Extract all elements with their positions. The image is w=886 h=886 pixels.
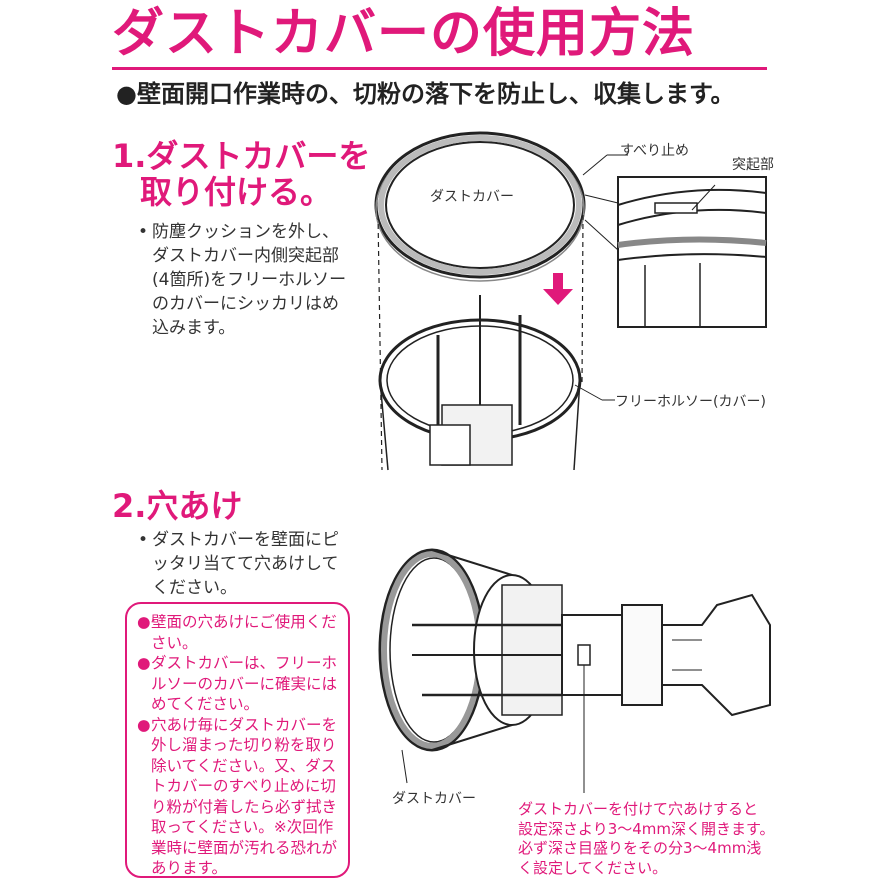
label-dust-cover-2: ダストカバー	[392, 791, 476, 807]
note-text: ダストカバーは、フリーホ ルソーのカバーに確実には めてください。	[151, 653, 337, 715]
step2-illustration	[378, 548, 771, 793]
note-line: 業時に壁面が汚れる恐れが	[151, 838, 338, 857]
label-protrusion: 突起部	[732, 157, 774, 173]
step2-line: ッタリ当てて穴あけして	[152, 554, 339, 574]
step2-heading: 2.穴あけ	[112, 487, 243, 525]
step1-illustration	[374, 131, 767, 471]
step1-line: •防塵クッションを外し、	[138, 220, 368, 244]
drill-body	[561, 593, 771, 717]
caption-line: 必ず深さ目盛りをその分3〜4mm浅	[518, 839, 762, 857]
note-mark: ●	[137, 613, 151, 631]
free-holsaw-body	[378, 295, 582, 471]
down-arrow-icon	[543, 273, 573, 305]
note-line: ルソーのカバーに確実には	[151, 674, 338, 693]
bullet-mark: •	[138, 530, 149, 550]
caption-line: 設定深さより3〜4mm深く開きます。	[518, 819, 775, 838]
step2-instructions: •ダストカバーを壁面にピ ッタリ当てて穴あけして ください。	[138, 528, 368, 600]
caption-line: ダストカバーを付けて穴あけすると	[518, 800, 759, 818]
page-subtitle: ●壁面開口作業時の、切粉の落下を防止し、収集します。	[116, 80, 735, 108]
zoom-inset	[617, 176, 767, 328]
note-text: 壁面の穴あけにご使用くだ さい。	[151, 612, 337, 653]
dust-cover-ring	[374, 131, 586, 282]
step2-line: •ダストカバーを壁面にピ	[138, 528, 368, 552]
step1-line: (4箇所)をフリーホルソー	[152, 270, 347, 290]
step1-line: ダストカバー内側突起部	[152, 246, 339, 266]
note-text: 穴あけ毎にダストカバーを 外し溜まった切り粉を取り 除いてください。又、ダス ト…	[151, 715, 337, 879]
dust-cover-side-view	[378, 548, 486, 752]
step1-heading-line2: 取り付ける。	[140, 173, 333, 211]
note-line: あります。	[151, 859, 227, 877]
step1-line-text: 防塵クッションを外し、	[152, 222, 339, 242]
step1-line: 込みます。	[152, 318, 236, 338]
step2-line-text: ダストカバーを壁面にピ	[152, 530, 339, 550]
note-line: 壁面の穴あけにご使用くだ	[151, 613, 337, 631]
depth-caption: ダストカバーを付けて穴あけすると 設定深さより3〜4mm深く開きます。 必ず深さ…	[518, 800, 775, 878]
note-line: ダストカバーは、フリーホ	[151, 654, 338, 672]
note-item: ● 壁面の穴あけにご使用くだ さい。	[137, 612, 340, 653]
page-title: ダストカバーの使用方法	[112, 4, 696, 64]
title-underline	[112, 67, 767, 70]
label-free-holsaw: フリーホルソー(カバー)	[615, 394, 766, 410]
label-dust-cover: ダストカバー	[430, 189, 514, 205]
caption-line: く設定してください。	[518, 858, 668, 877]
note-line: 穴あけ毎にダストカバーを	[151, 715, 338, 734]
label-anti-slip: すべり止め	[620, 143, 690, 159]
step2-line: ください。	[152, 578, 237, 598]
step1-instructions: •防塵クッションを外し、 ダストカバー内側突起部 (4箇所)をフリーホルソー の…	[138, 220, 368, 340]
note-item: ● 穴あけ毎にダストカバーを 外し溜まった切り粉を取り 除いてください。又、ダス…	[137, 715, 340, 879]
step1-line: のカバーにシッカリはめ	[152, 294, 339, 314]
bullet-mark: •	[138, 222, 149, 242]
caution-notes-box: ● 壁面の穴あけにご使用くだ さい。 ● ダストカバーは、フリーホ ルソーのカバ…	[125, 602, 350, 878]
note-mark: ●	[137, 654, 151, 672]
note-item: ● ダストカバーは、フリーホ ルソーのカバーに確実には めてください。	[137, 653, 340, 715]
note-mark: ●	[137, 715, 151, 734]
note-line: めてください。	[151, 695, 260, 713]
step1-heading-line1: 1.ダストカバーを	[112, 137, 371, 175]
note-line: 取ってください。※次回作	[151, 818, 334, 836]
note-line: 除いてください。又、ダス	[151, 756, 337, 775]
holsaw-body-side	[412, 549, 563, 751]
note-line: り粉が付着したら必ず拭き	[151, 797, 338, 816]
note-line: さい。	[151, 633, 198, 652]
note-line: トカバーのすべり止めに切	[151, 777, 336, 795]
note-line: 外し溜まった切り粉を取り	[151, 736, 337, 754]
